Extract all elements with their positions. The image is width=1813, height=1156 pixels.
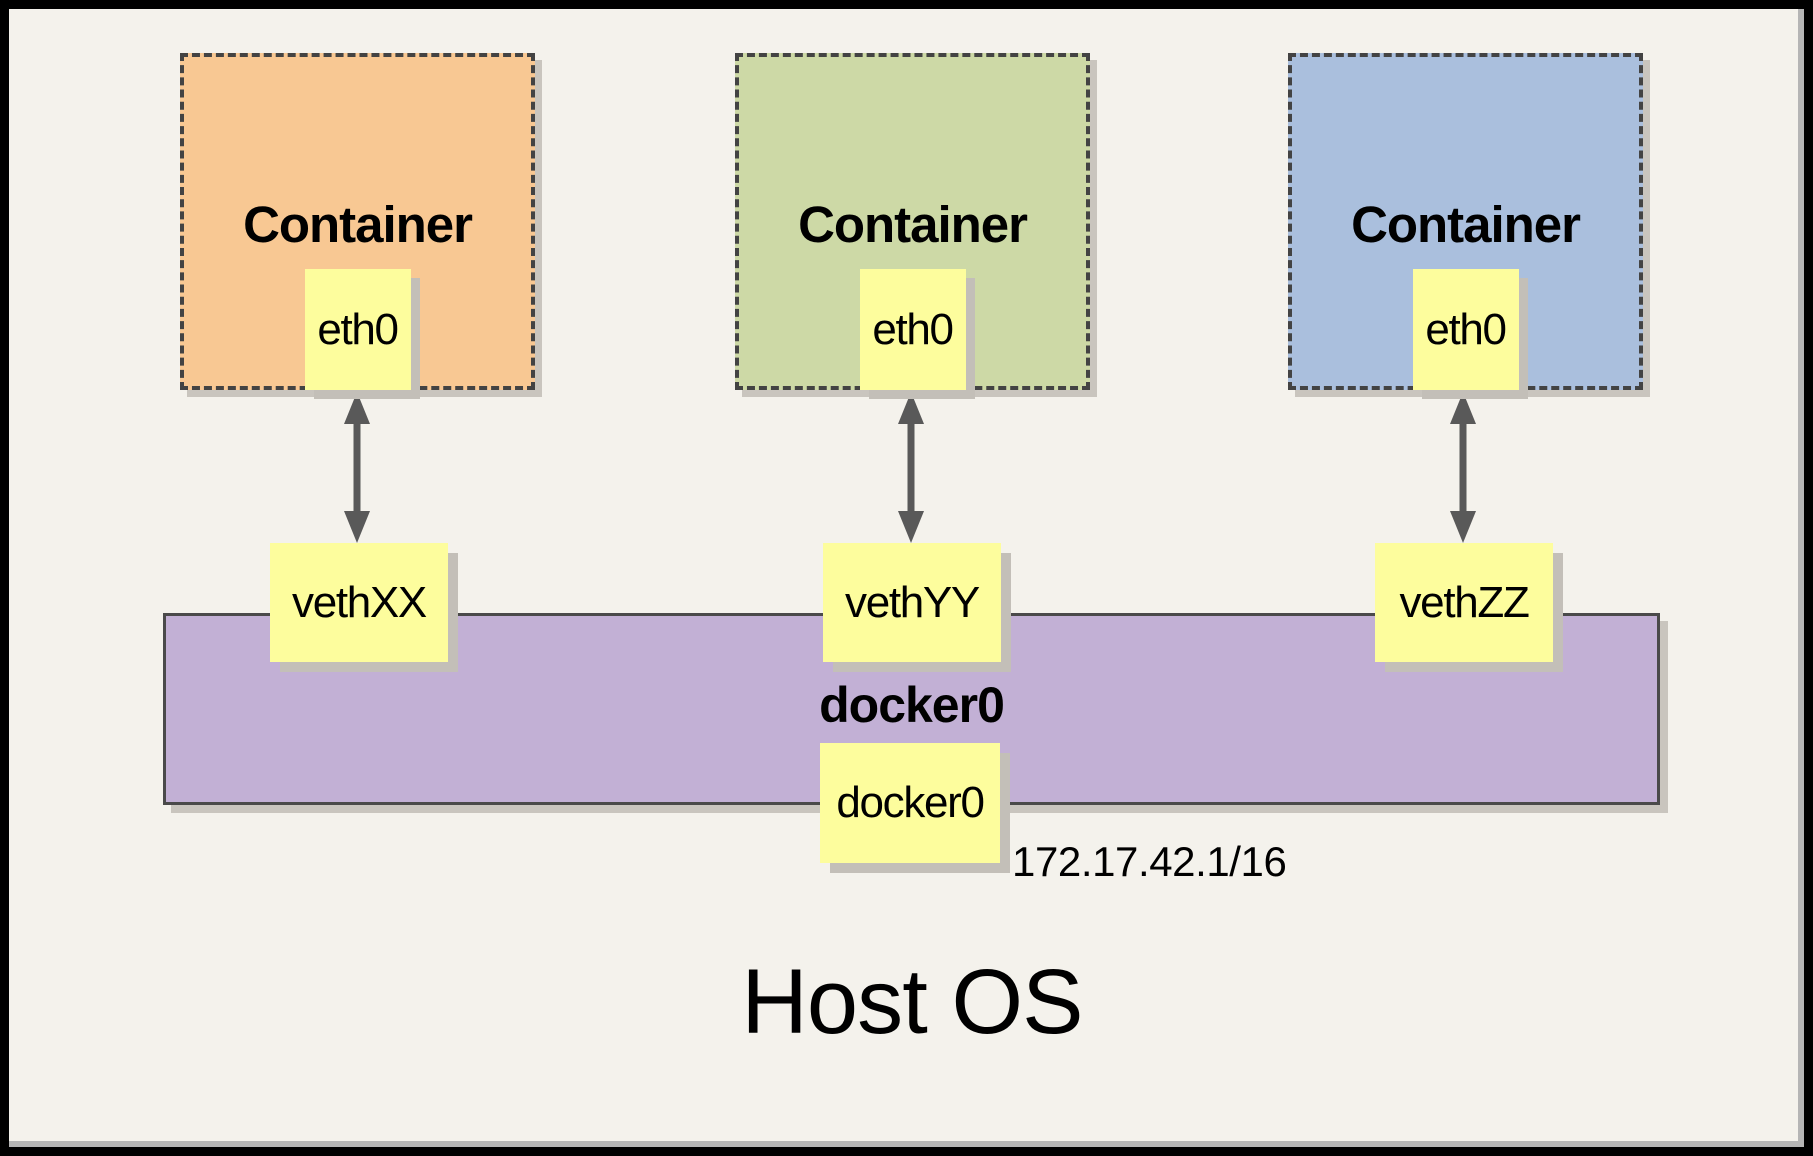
container-box-3: Container eth0 bbox=[1288, 53, 1643, 390]
container-2-label: Container bbox=[798, 196, 1028, 253]
vethXX-box: vethXX bbox=[270, 543, 448, 662]
container-box-1: Container eth0 bbox=[180, 53, 535, 390]
container-2-eth0-box: eth0 bbox=[859, 269, 966, 390]
docker0-interface-box: docker0 bbox=[820, 743, 1000, 863]
docker0-bridge-title: docker0 bbox=[819, 677, 1005, 733]
bridge-ip-address: 172.17.42.1/16 bbox=[1012, 838, 1287, 885]
container-3-label: Container bbox=[1351, 196, 1581, 253]
host-os-label: Host OS bbox=[741, 951, 1083, 1053]
vethYY-box: vethYY bbox=[823, 543, 1001, 662]
double-arrow-icon bbox=[1450, 392, 1476, 543]
container-1-eth0-box: eth0 bbox=[304, 269, 411, 390]
vethZZ-box: vethZZ bbox=[1375, 543, 1553, 662]
container-box-2: Container eth0 bbox=[735, 53, 1090, 390]
container-1-label: Container bbox=[243, 196, 473, 253]
double-arrow-icon bbox=[344, 392, 370, 543]
double-arrow-icon bbox=[898, 392, 924, 543]
container-3-eth0-box: eth0 bbox=[1412, 269, 1519, 390]
